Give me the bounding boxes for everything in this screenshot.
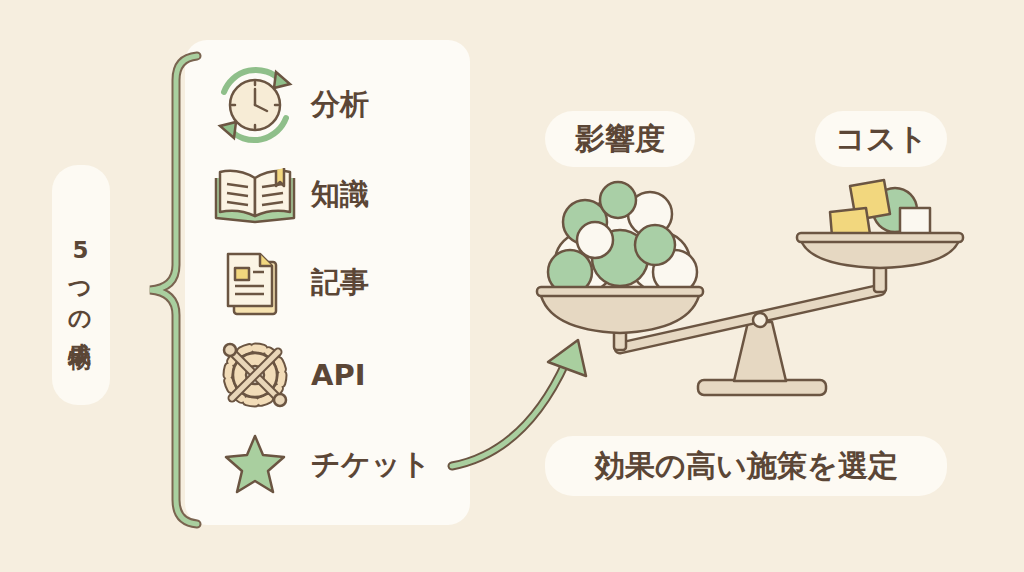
curly-brace-fill <box>150 56 197 524</box>
node-text: 影響度 <box>575 119 665 160</box>
criterion-pill: コスト <box>815 111 947 167</box>
star-icon <box>226 436 284 492</box>
node-text: API <box>311 358 366 392</box>
document-icon <box>228 254 276 314</box>
deliverable-item: API <box>195 340 460 410</box>
book-icon <box>216 168 294 222</box>
node-text: 効果の高い施策を選定 <box>595 446 898 487</box>
curly-brace <box>150 56 197 524</box>
curved-arrow <box>452 340 586 466</box>
deliverable-item: 知識 <box>195 160 460 230</box>
deliverable-item: 分析 <box>195 70 460 140</box>
node-text: 分析 <box>311 85 369 125</box>
node-text: チケット <box>311 445 431 485</box>
gear-tool-icon <box>224 344 286 406</box>
deliverable-item: チケット <box>195 430 460 500</box>
balance-scale <box>537 180 963 395</box>
node-text: 知識 <box>311 175 369 215</box>
node-text: 記事 <box>311 263 369 303</box>
node-text: コスト <box>835 119 928 160</box>
deliverable-panel: 分析知識記事 API チケット <box>185 40 470 525</box>
deliverable-item: 記事 <box>195 248 460 318</box>
clock-icon <box>220 70 290 140</box>
criterion-pill: 影響度 <box>545 111 695 167</box>
group-label: 5つの成果物 <box>52 165 110 405</box>
node-text: 5つの成果物 <box>66 237 97 333</box>
conclusion-pill: 効果の高い施策を選定 <box>545 436 947 496</box>
